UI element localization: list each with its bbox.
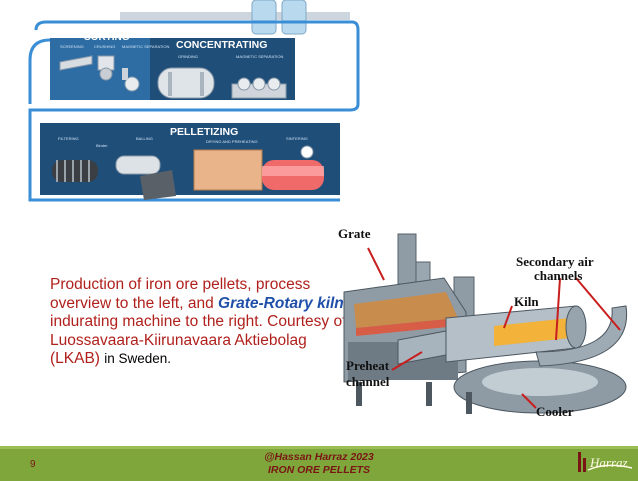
footer-bar: [0, 446, 638, 481]
caption-text-part1: Production of iron ore pellets, process …: [50, 276, 311, 312]
label-preheat-line1: Preheat: [346, 358, 390, 373]
harraz-logo: Harraz: [576, 448, 634, 476]
label-secondary-air-line1: Secondary air: [516, 254, 594, 269]
caption-suffix: in Sweden.: [104, 351, 172, 366]
logo-text: Harraz: [590, 455, 628, 470]
step-label-crushing: CRUSHING: [94, 44, 115, 49]
silo-right: [281, 0, 307, 35]
step-label-sintering: SINTERING: [286, 136, 308, 141]
magnetic-separator-2: [231, 77, 287, 99]
secondary-air-duct: [535, 305, 628, 367]
screening-machine: [59, 55, 93, 71]
step-label-filtering: FILTERING: [58, 136, 79, 141]
label-secondary-air-line2: channels: [534, 268, 582, 283]
footer-credit-title: IRON ORE PELLETS: [267, 464, 371, 476]
label-preheat-line2: channel: [346, 374, 390, 389]
pipe-network: [28, 20, 360, 202]
step-label-magnetic-separation-1: MAGNETIC SEPARATION: [122, 44, 170, 49]
top-conveyor: [120, 12, 350, 20]
magnetic-separator-1: [122, 68, 140, 92]
section-label-concentrating: CONCENTRATING: [176, 39, 267, 51]
caption-kiln-term: Grate-Rotary kiln: [218, 294, 344, 312]
step-label-balling: BALLING: [136, 136, 153, 141]
process-overview-diagram: SORTING CONCENTRATING PELLETIZING SCREEN…: [28, 0, 360, 202]
label-grate: Grate: [338, 226, 371, 241]
section-label-pelletizing: PELLETIZING: [170, 126, 238, 138]
filter-drum: [52, 160, 98, 182]
page-number: 9: [30, 459, 36, 470]
balling-drum: [115, 155, 176, 200]
step-label-drying-preheating: DRYING AND PREHEATING: [206, 139, 258, 144]
section-label-sorting: SORTING: [84, 32, 130, 43]
step-label-screening: SCREENING: [60, 44, 84, 49]
footer-credit-author: @Hassan Harraz 2023: [264, 451, 374, 463]
caption-text-part2: indurating machine to the right. Courtes…: [50, 313, 347, 367]
crusher: [97, 55, 115, 81]
grate-kiln-diagram: Grate Secondary air channels Kiln Prehea…: [338, 226, 628, 419]
silo-left: [251, 0, 277, 35]
label-cooler: Cooler: [536, 404, 574, 419]
step-label-magnetic-separation-2: MAGNETIC SEPARATION: [236, 54, 284, 59]
step-label-grinding: GRINDING: [178, 54, 198, 59]
sintering-kiln: [262, 145, 324, 190]
drying-preheating-grate: [193, 149, 263, 191]
grinding-mill: [157, 67, 215, 99]
figure-caption: Production of iron ore pellets, process …: [50, 276, 350, 369]
label-kiln: Kiln: [514, 294, 539, 309]
step-label-binder: Binder: [96, 143, 108, 148]
